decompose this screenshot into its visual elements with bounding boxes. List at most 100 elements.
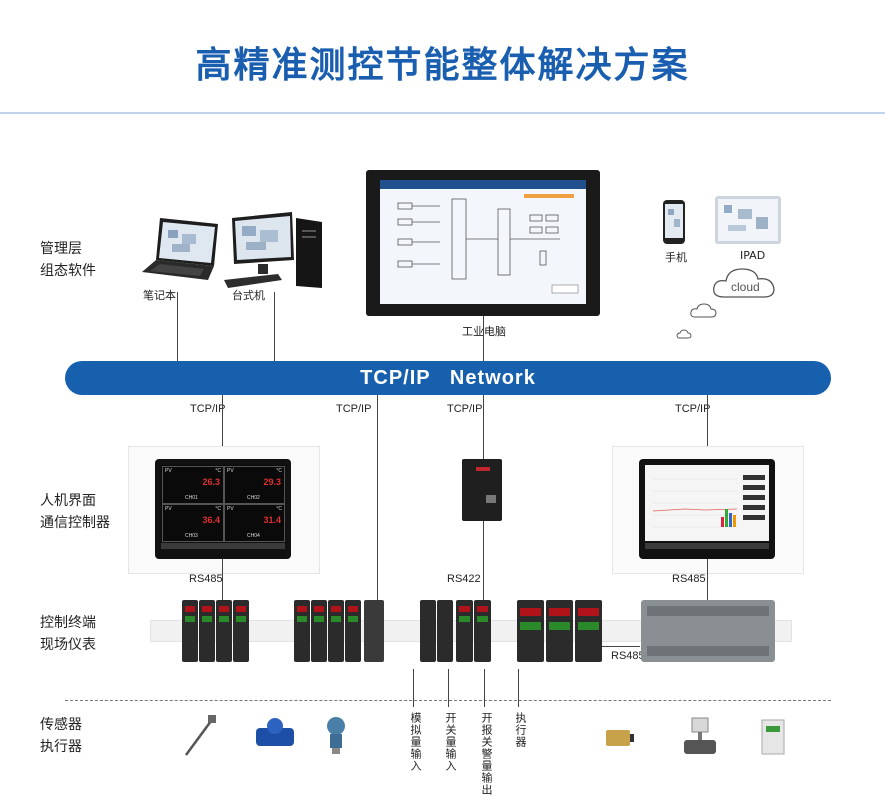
industrial-pc-link [483, 316, 484, 361]
switch-input-label: 开关量输入 [444, 712, 456, 772]
protocol-tcp-1: TCP/IP [190, 403, 226, 415]
ch2-value: 29.3 [263, 477, 281, 487]
panel-meter [517, 600, 544, 662]
analog-input-arrow [413, 669, 414, 707]
laptop-label: 笔记本 [143, 289, 176, 302]
ch4-value: 31.4 [263, 515, 281, 525]
hmi-left-button-strip [161, 543, 285, 549]
ch4-name: CH04 [247, 533, 260, 539]
ch1-pv: PV [165, 468, 172, 474]
process-flow-diagram [397, 194, 579, 294]
desktop-label: 台式机 [232, 289, 265, 302]
meter-module [456, 600, 473, 662]
ch3-unit: °C [215, 506, 221, 512]
ch3-name: CH03 [185, 533, 198, 539]
hmi-left-panel: PV °C 26.3 CH01 PV °C 29.3 CH02 PV °C 36… [155, 459, 291, 559]
meters-to-plc-link [600, 646, 640, 647]
channel-cell-4: PV °C 31.4 CH04 [224, 504, 285, 542]
hmi-left-screen: PV °C 26.3 CH01 PV °C 29.3 CH02 PV °C 36… [161, 465, 285, 542]
hmi-left-link [222, 395, 223, 455]
hmi-right-button-strip [645, 543, 769, 549]
comm-controller-port [486, 495, 496, 503]
tiny-cloud-icon [676, 329, 692, 339]
layer-hmi-label: 人机界面 通信控制器 [40, 490, 110, 534]
comm-controller-led [476, 467, 490, 471]
signal-isolator-icon [761, 719, 785, 755]
meter-module [328, 600, 344, 662]
channel-cell-3: PV °C 36.4 CH03 [162, 504, 224, 542]
ch4-unit: °C [276, 506, 282, 512]
thermocouple-sensor-icon [184, 715, 216, 756]
meter-module [474, 600, 491, 662]
hmi-right-link [707, 395, 708, 459]
layer-control-line1: 控制终端 [40, 615, 96, 631]
ch2-unit: °C [276, 468, 282, 474]
comm-controller-link [483, 395, 484, 459]
valve-actuator-icon [684, 717, 716, 754]
trend-chart-icon [652, 475, 765, 528]
scada-titlebar [380, 180, 586, 189]
tcp-ip-network-bus: TCP/IP Network [65, 361, 831, 395]
layer-sensor-label: 传感器 执行器 [40, 714, 82, 758]
alarm-output-arrow [484, 669, 485, 707]
meter-module [216, 600, 232, 662]
layer-management-line1: 管理层 [40, 241, 82, 257]
meter-module [294, 600, 310, 662]
protocol-tcp-2: TCP/IP [336, 403, 372, 415]
ch1-unit: °C [215, 468, 221, 474]
io-module [420, 600, 436, 662]
layer-control-line2: 现场仪表 [40, 637, 96, 653]
io-module [437, 600, 453, 662]
channel-cell-1: PV °C 26.3 CH01 [162, 466, 224, 504]
meter-module [199, 600, 215, 662]
panel-meter [546, 600, 573, 662]
layer-management-label: 管理层 组态软件 [40, 238, 96, 282]
hmi-right-panel [639, 459, 775, 559]
ch3-value: 36.4 [202, 515, 220, 525]
meter-group-2 [294, 600, 384, 662]
meter-group-1 [182, 600, 250, 662]
cloud-icon [713, 268, 775, 298]
channel-cell-2: PV °C 29.3 CH02 [224, 466, 285, 504]
layer-sensor-line2: 执行器 [40, 739, 82, 755]
meter-group-3 [420, 600, 492, 662]
pressure-transmitter-icon [327, 717, 345, 754]
laptop-icon [142, 218, 218, 280]
layer-management-line2: 组态软件 [40, 263, 96, 279]
ch2-pv: PV [227, 468, 234, 474]
ipad-label: IPAD [740, 249, 766, 262]
protocol-tcp-3: TCP/IP [447, 403, 483, 415]
industrial-pc-screen [366, 170, 600, 316]
layer-hmi-line1: 人机界面 [40, 493, 96, 509]
meter-module [311, 600, 327, 662]
layer-hmi-line2: 通信控制器 [40, 515, 110, 531]
comm-controller [462, 459, 502, 521]
ch1-name: CH01 [185, 495, 198, 501]
controller-group-2-link [377, 395, 378, 600]
hmi-left-to-meters-link [222, 559, 223, 600]
cloud-label: cloud [731, 280, 760, 294]
page-title: 高精准测控节能整体解决方案 [195, 45, 690, 86]
ipad-icon [715, 196, 781, 244]
plc-terminal-bottom [647, 646, 769, 656]
industrial-pc-label: 工业电脑 [462, 325, 506, 338]
plc-terminal-top [647, 606, 769, 616]
flow-meter-icon [256, 718, 294, 746]
title-divider [0, 112, 885, 114]
switch-input-arrow [448, 669, 449, 707]
plc-controller [641, 600, 775, 662]
proximity-sensor-icon [606, 730, 634, 746]
ch3-pv: PV [165, 506, 172, 512]
actuator-label: 执行器 [514, 712, 526, 748]
panel-meter [575, 600, 602, 662]
layer-sensor-line1: 传感器 [40, 717, 82, 733]
protocol-rs485-bottom: RS485 [611, 650, 645, 662]
ch1-value: 26.3 [202, 477, 220, 487]
meter-module [182, 600, 198, 662]
phone-label: 手机 [665, 251, 687, 264]
layer-control-label: 控制终端 现场仪表 [40, 612, 96, 656]
protocol-tcp-4: TCP/IP [675, 403, 711, 415]
hmi-right-screen [645, 465, 769, 541]
desktop-icon [224, 212, 322, 288]
gateway-module [364, 600, 384, 662]
